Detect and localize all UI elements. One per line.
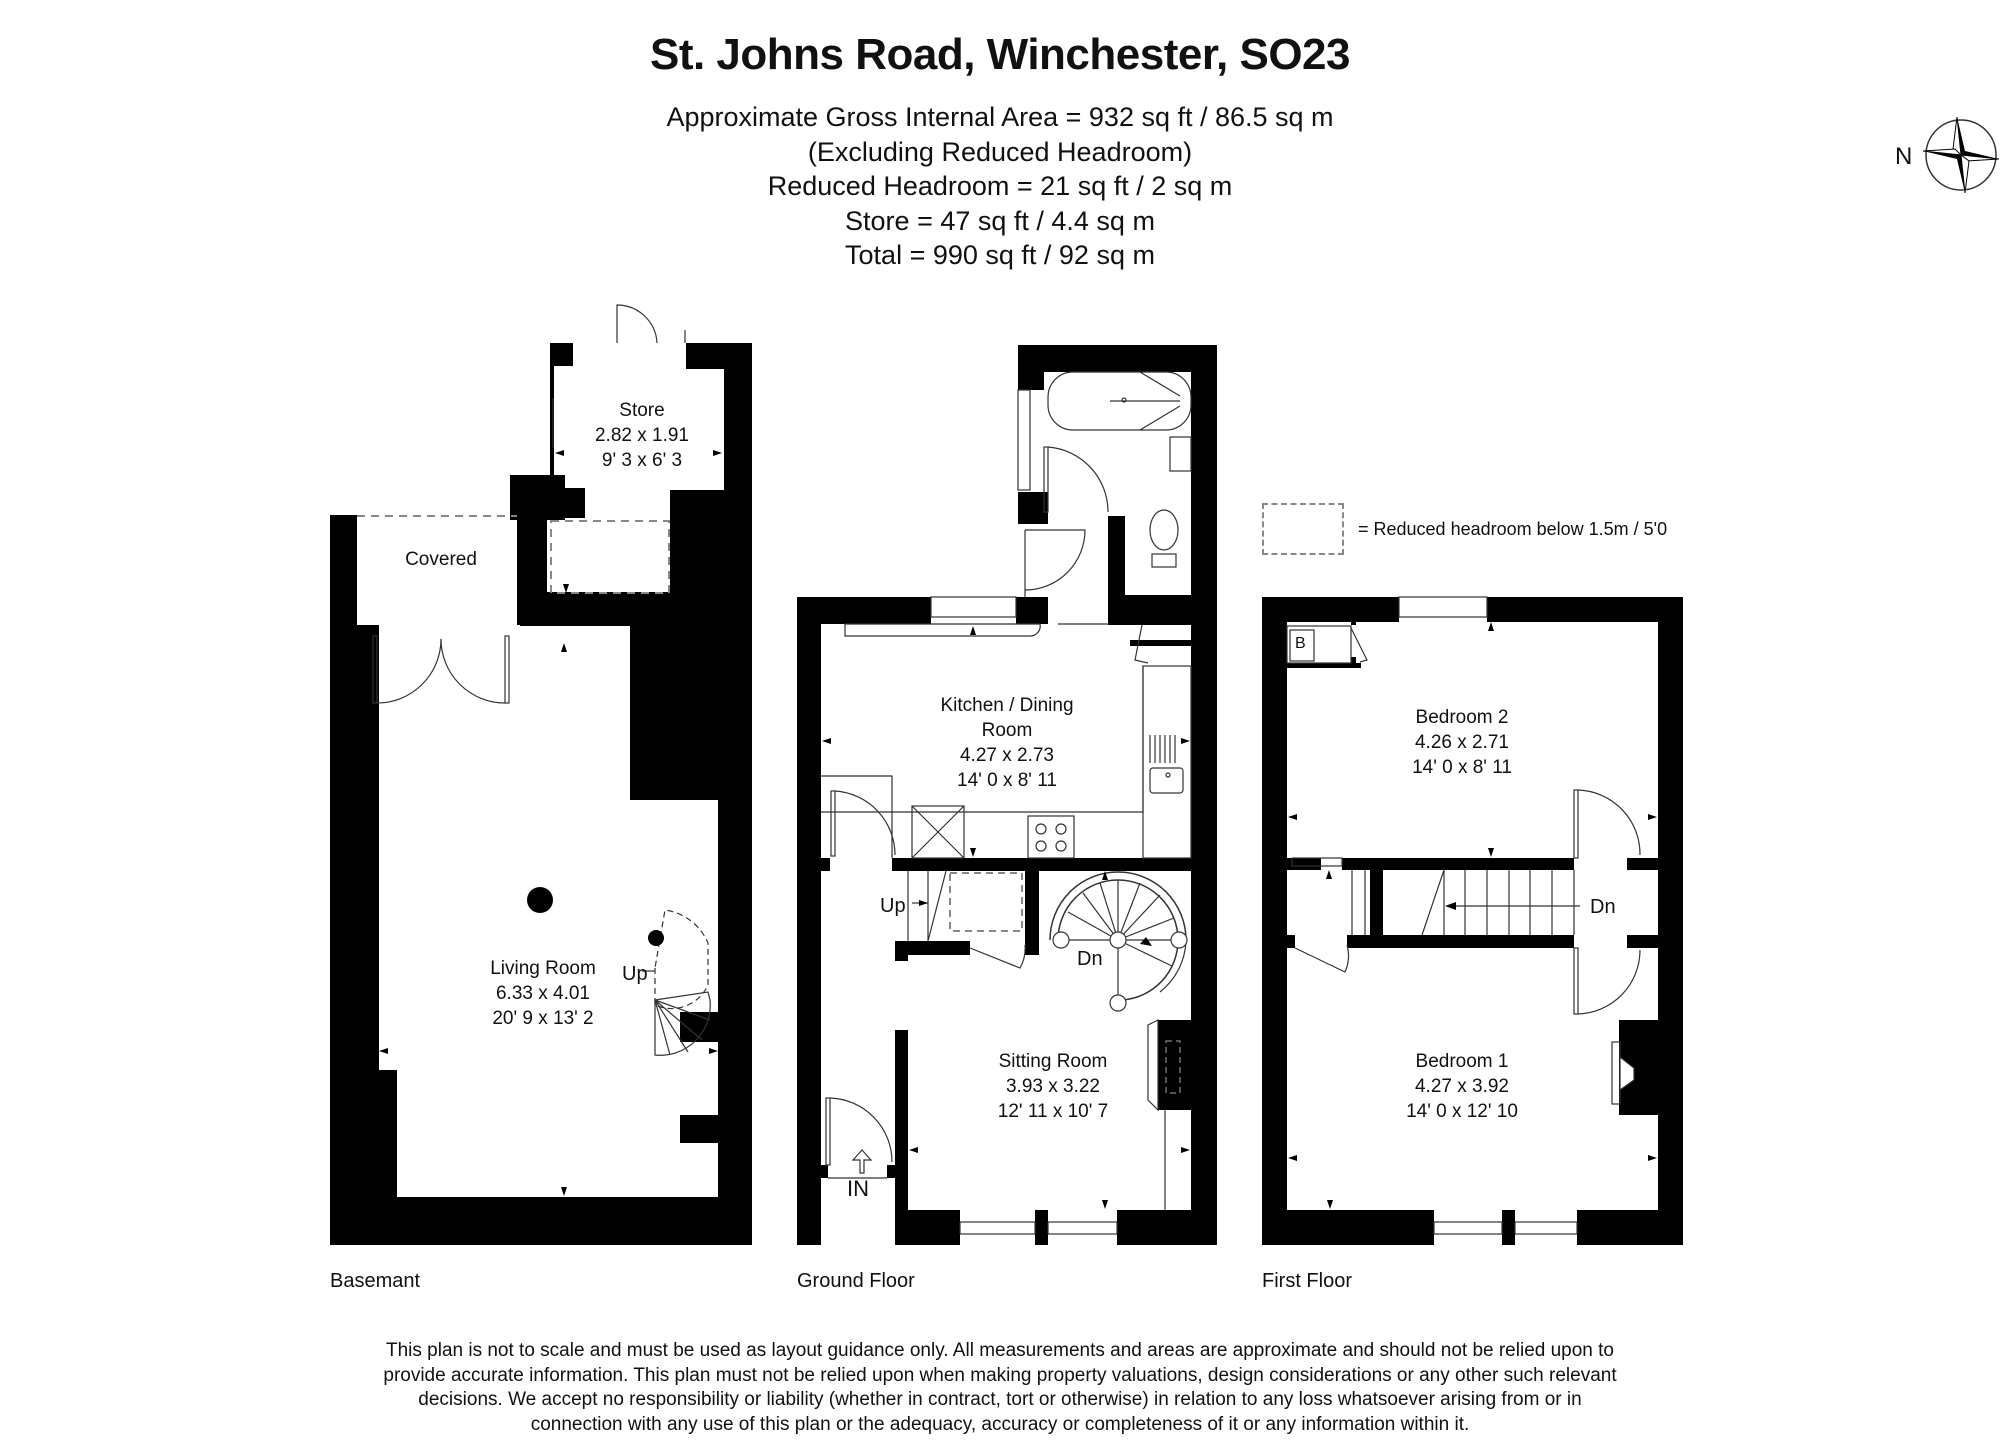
ground-floor-details <box>821 371 1192 1235</box>
ground-floor-plan <box>797 345 1217 1245</box>
compass-rose-icon <box>1922 116 2000 194</box>
first-stairs-down-label: Dn <box>1590 896 1616 918</box>
dashed-box-icon <box>1262 503 1344 555</box>
disclaimer: This plan is not to scale and must be us… <box>0 1339 2000 1437</box>
ground-stairs-up-label: Up <box>880 895 906 917</box>
room-sitting-room: Sitting Room 3.93 x 3.22 12' 11 x 10' 7 <box>998 1049 1108 1124</box>
room-name: Sitting Room <box>998 1051 1108 1072</box>
room-imperial: 9' 3 x 6' 3 <box>601 450 683 471</box>
room-imperial: 14' 0 x 12' 10 <box>1406 1101 1518 1122</box>
legend-text: = Reduced headroom below 1.5m / 5'0 <box>1358 519 1668 539</box>
basement-plan <box>330 343 752 1245</box>
summary-gross-area: Approximate Gross Internal Area = 932 sq… <box>666 102 1334 132</box>
ground-stairs-down-label: Dn <box>1077 948 1103 970</box>
room-metric: 3.93 x 3.22 <box>1005 1076 1101 1097</box>
room-kitchen-dining: Kitchen / Dining Room 4.27 x 2.73 14' 0 … <box>940 693 1073 793</box>
room-imperial: 14' 0 x 8' 11 <box>957 770 1057 791</box>
room-name: Living Room <box>490 958 596 979</box>
room-name: Store <box>619 400 665 421</box>
boiler-label: B <box>1295 635 1306 652</box>
room-name: Bedroom 2 <box>1415 707 1509 728</box>
room-metric: 4.26 x 2.71 <box>1414 732 1510 753</box>
floor-label-ground: Ground Floor <box>797 1270 915 1292</box>
basement-column <box>527 887 553 913</box>
room-bedroom-2: Bedroom 2 4.26 x 2.71 14' 0 x 8' 11 <box>1412 705 1512 780</box>
area-summary: Approximate Gross Internal Area = 932 sq… <box>0 100 2000 273</box>
disclaimer-line: This plan is not to scale and must be us… <box>385 1340 1614 1361</box>
room-living-room: Living Room 6.33 x 4.01 20' 9 x 13' 2 <box>490 956 596 1031</box>
room-name: Bedroom 1 <box>1415 1051 1509 1072</box>
room-name: Kitchen / Dining <box>940 695 1074 716</box>
room-metric: 4.27 x 3.92 <box>1414 1076 1510 1097</box>
disclaimer-line: connection with any use of this plan or … <box>530 1413 1470 1435</box>
room-bedroom-1: Bedroom 1 4.27 x 3.92 14' 0 x 12' 10 <box>1406 1049 1518 1124</box>
disclaimer-line: decisions. We accept no responsibility o… <box>418 1389 1582 1410</box>
entrance-label: IN <box>847 1176 869 1201</box>
room-name: Covered <box>405 549 477 570</box>
basement-details <box>357 304 711 1056</box>
summary-total: Total = 990 sq ft / 92 sq m <box>845 240 1155 270</box>
page-title: St. Johns Road, Winchester, SO23 <box>649 30 1351 79</box>
basement-stairs-up-label: Up <box>622 963 648 985</box>
room-name-line2: Room <box>981 720 1033 741</box>
room-imperial: 12' 11 x 10' 7 <box>997 1101 1109 1122</box>
room-metric: 6.33 x 4.01 <box>495 983 591 1004</box>
summary-store: Store = 47 sq ft / 4.4 sq m <box>845 205 1155 236</box>
summary-reduced-headroom: Reduced Headroom = 21 sq ft / 2 sq m <box>767 171 1233 201</box>
first-floor-details <box>1286 596 1641 1235</box>
first-floor-dimension-markers <box>1288 622 1657 1209</box>
floor-label-basement: Basemant <box>330 1270 421 1292</box>
compass: N <box>1895 110 2000 200</box>
room-metric: 4.27 x 2.73 <box>959 745 1055 766</box>
first-floor-plan <box>1262 597 1683 1245</box>
room-imperial: 14' 0 x 8' 11 <box>1412 757 1512 778</box>
room-covered: Covered <box>405 547 477 572</box>
room-imperial: 20' 9 x 13' 2 <box>492 1008 594 1029</box>
compass-north-label: N <box>1895 143 1913 170</box>
floor-label-first: First Floor <box>1262 1270 1352 1292</box>
summary-excluding-note: (Excluding Reduced Headroom) <box>807 136 1193 167</box>
disclaimer-line: provide accurate information. This plan … <box>383 1364 1617 1386</box>
basement-stair-post <box>648 930 664 946</box>
basement-dimension-markers <box>379 357 722 1196</box>
room-store: Store 2.82 x 1.91 9' 3 x 6' 3 <box>595 398 689 473</box>
ground-floor-dimension-markers <box>822 626 1190 1209</box>
room-metric: 2.82 x 1.91 <box>594 425 690 446</box>
